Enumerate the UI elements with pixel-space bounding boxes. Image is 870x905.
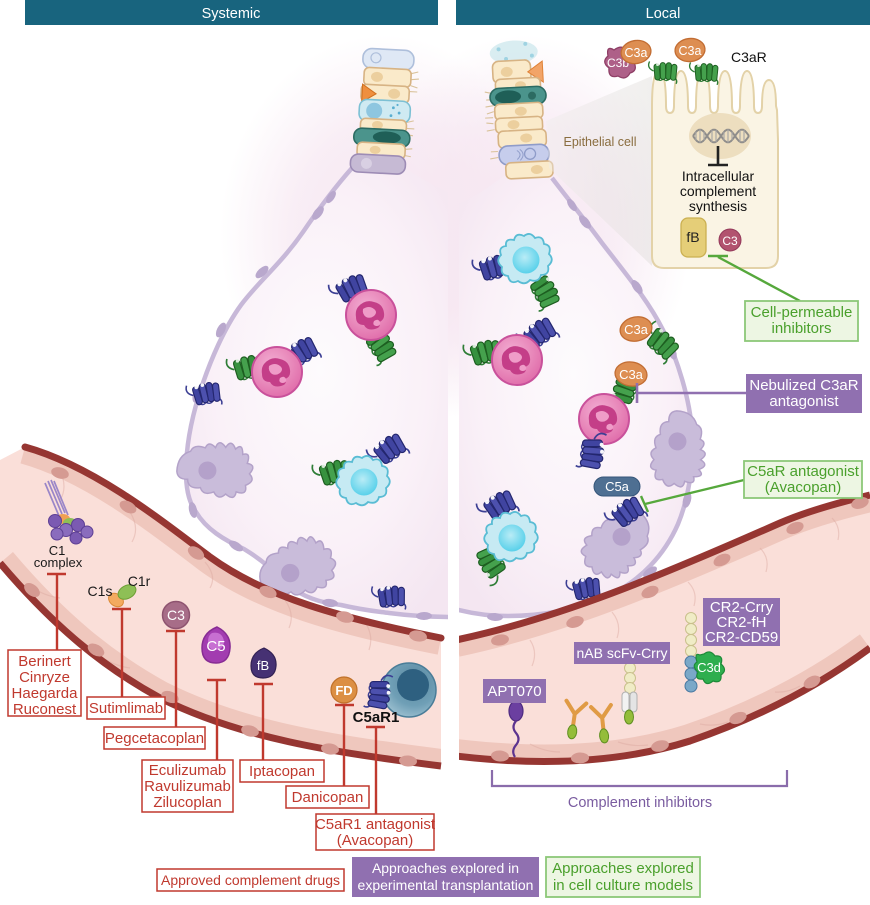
svg-text:C3d: C3d bbox=[697, 660, 721, 675]
svg-text:CR2-CD59: CR2-CD59 bbox=[705, 629, 778, 646]
svg-text:FD: FD bbox=[335, 683, 352, 698]
svg-text:antagonist: antagonist bbox=[769, 393, 839, 410]
svg-text:Approaches explored in: Approaches explored in bbox=[372, 860, 519, 876]
svg-text:C3a: C3a bbox=[679, 44, 702, 58]
svg-text:APT070: APT070 bbox=[487, 683, 541, 700]
svg-text:Cell-permeable: Cell-permeable bbox=[751, 304, 853, 321]
svg-text:(Avacopan): (Avacopan) bbox=[765, 479, 841, 496]
svg-text:(Avacopan): (Avacopan) bbox=[337, 832, 413, 849]
svg-text:inhibitors: inhibitors bbox=[771, 320, 831, 337]
svg-text:C3: C3 bbox=[722, 234, 738, 248]
svg-text:Zilucoplan: Zilucoplan bbox=[153, 794, 221, 811]
svg-text:C1: C1 bbox=[49, 543, 66, 558]
svg-text:Danicopan: Danicopan bbox=[292, 789, 364, 806]
svg-text:complement: complement bbox=[680, 183, 756, 199]
svg-text:Iptacopan: Iptacopan bbox=[249, 763, 315, 780]
svg-text:complex: complex bbox=[34, 555, 83, 570]
svg-text:Approaches explored: Approaches explored bbox=[552, 860, 694, 877]
svg-text:CR2-Crry: CR2-Crry bbox=[710, 599, 774, 616]
svg-text:Sutimlimab: Sutimlimab bbox=[89, 700, 163, 717]
svg-text:Epithelial cell: Epithelial cell bbox=[564, 135, 637, 149]
svg-text:Berinert: Berinert bbox=[18, 653, 71, 670]
svg-text:Local: Local bbox=[646, 6, 681, 22]
svg-text:C5aR1 antagonist: C5aR1 antagonist bbox=[315, 816, 436, 833]
svg-text:C1s: C1s bbox=[88, 583, 113, 599]
svg-text:nAB scFv-Crry: nAB scFv-Crry bbox=[577, 645, 668, 661]
svg-text:C3a: C3a bbox=[624, 322, 649, 337]
svg-text:Approved complement drugs: Approved complement drugs bbox=[161, 872, 340, 888]
svg-text:synthesis: synthesis bbox=[689, 198, 747, 214]
svg-text:Ruconest: Ruconest bbox=[13, 701, 77, 718]
svg-text:Complement inhibitors: Complement inhibitors bbox=[568, 795, 712, 811]
svg-text:C1r: C1r bbox=[128, 573, 151, 589]
svg-text:C3a: C3a bbox=[625, 46, 648, 60]
svg-text:Ravulizumab: Ravulizumab bbox=[144, 778, 231, 795]
svg-text:in cell culture models: in cell culture models bbox=[553, 877, 693, 894]
svg-text:C5a: C5a bbox=[605, 479, 630, 494]
svg-text:C5aR antagonist: C5aR antagonist bbox=[747, 463, 860, 480]
svg-text:Eculizumab: Eculizumab bbox=[149, 762, 227, 779]
svg-text:Systemic: Systemic bbox=[202, 6, 261, 22]
svg-text:fB: fB bbox=[686, 229, 699, 245]
svg-text:CR2-fH: CR2-fH bbox=[716, 614, 766, 631]
svg-text:C5: C5 bbox=[206, 638, 225, 655]
svg-text:C3aR: C3aR bbox=[731, 49, 767, 65]
svg-text:Nebulized C3aR: Nebulized C3aR bbox=[749, 377, 858, 394]
svg-text:C3: C3 bbox=[167, 607, 185, 623]
svg-text:Cinryze: Cinryze bbox=[19, 669, 70, 686]
svg-text:fB: fB bbox=[257, 658, 269, 673]
svg-text:C5aR1: C5aR1 bbox=[353, 709, 400, 726]
svg-text:Haegarda: Haegarda bbox=[12, 685, 79, 702]
svg-text:C3a: C3a bbox=[619, 367, 644, 382]
svg-text:experimental transplantation: experimental transplantation bbox=[358, 877, 534, 893]
svg-text:Pegcetacoplan: Pegcetacoplan bbox=[105, 730, 204, 747]
svg-text:Intracellular: Intracellular bbox=[682, 168, 755, 184]
